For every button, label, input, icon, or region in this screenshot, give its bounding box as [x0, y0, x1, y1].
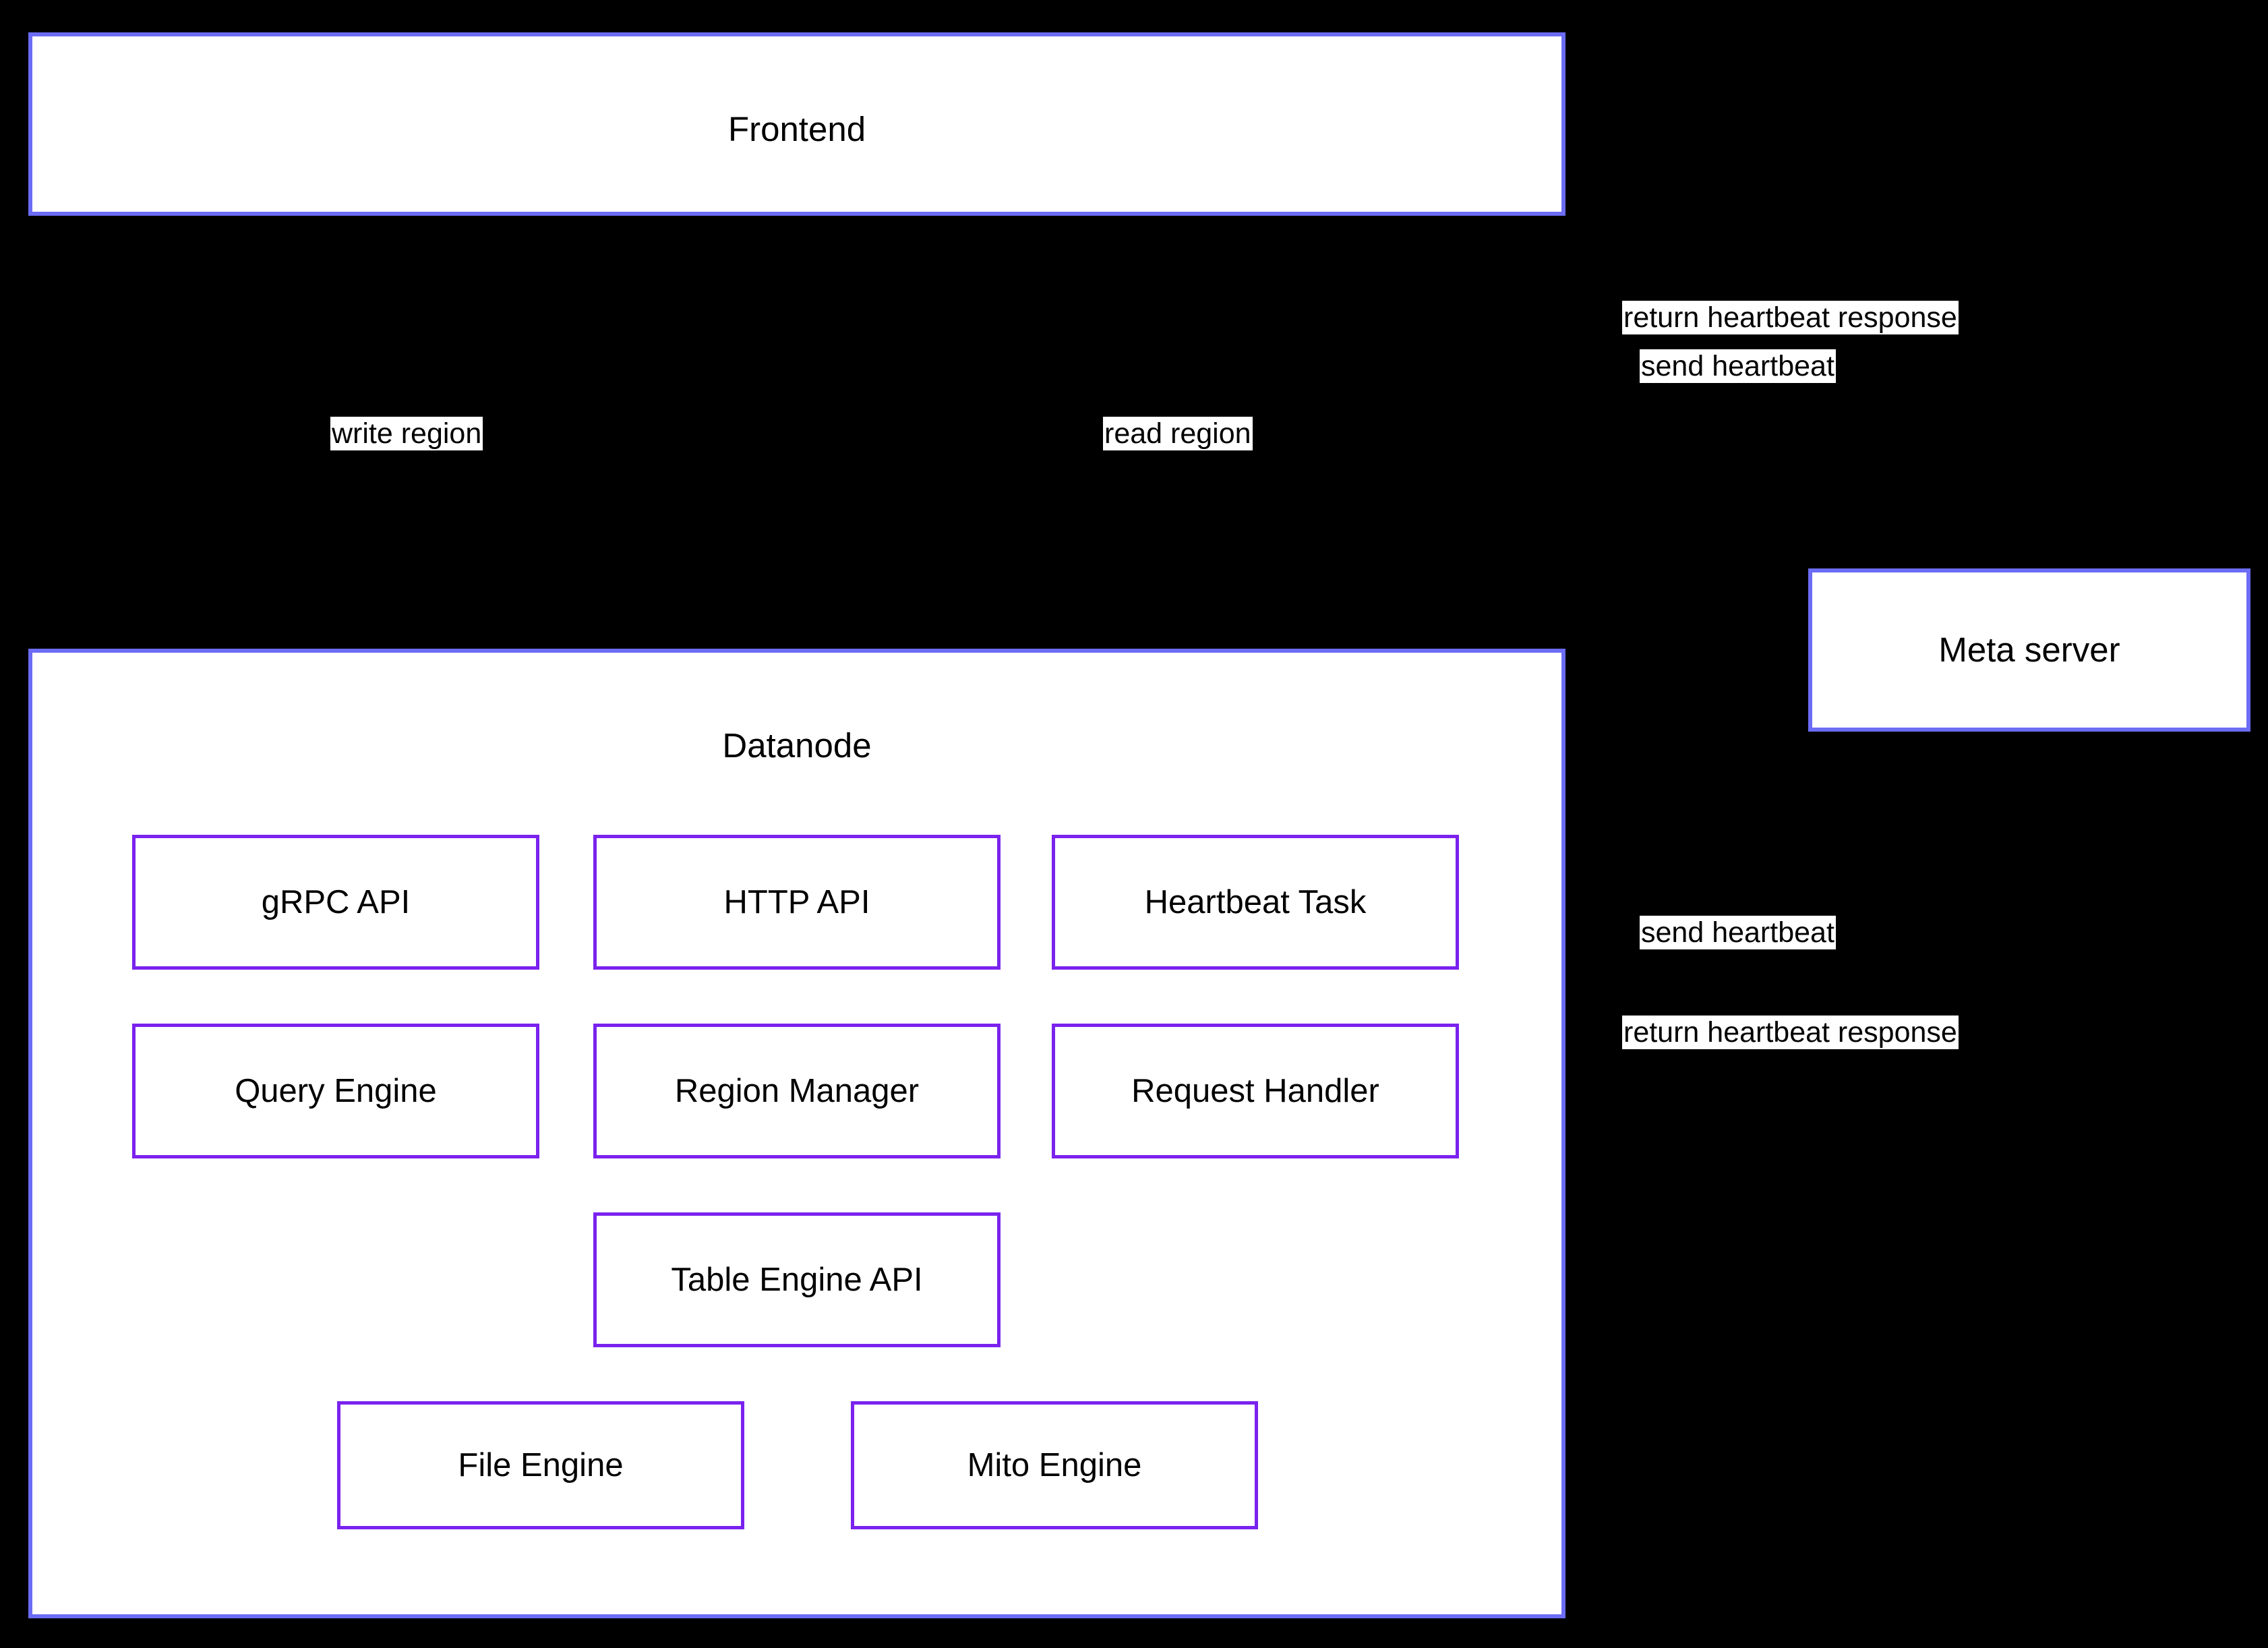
component-table-engine-api[interactable]: Table Engine API [593, 1212, 1001, 1347]
component-heartbeat-task-label: Heartbeat Task [1144, 884, 1367, 920]
edge-frontend-send-heartbeat [1564, 200, 1930, 570]
component-mito-engine[interactable]: Mito Engine [851, 1401, 1258, 1529]
component-request-handler-label: Request Handler [1131, 1073, 1379, 1109]
component-region-manager-label: Region Manager [674, 1073, 920, 1109]
edge-label-write-region: write region [330, 417, 483, 450]
component-request-handler[interactable]: Request Handler [1052, 1024, 1459, 1158]
component-table-engine-api-label: Table Engine API [671, 1262, 923, 1298]
meta-server-label: Meta server [1938, 630, 2120, 669]
edge-label-datanode-return-heartbeat: return heartbeat response [1622, 1016, 1959, 1049]
component-region-manager[interactable]: Region Manager [593, 1024, 1001, 1158]
component-query-engine[interactable]: Query Engine [132, 1024, 539, 1158]
frontend-node[interactable]: Frontend [28, 32, 1565, 216]
component-http-api-label: HTTP API [723, 884, 870, 920]
component-file-engine[interactable]: File Engine [337, 1401, 744, 1529]
component-grpc-api-label: gRPC API [261, 884, 411, 920]
datanode-label: Datanode [722, 726, 872, 765]
edge-frontend-return-heartbeat [1628, 200, 1977, 568]
edge-label-frontend-return-heartbeat: return heartbeat response [1622, 301, 1959, 334]
component-query-engine-label: Query Engine [235, 1073, 437, 1109]
component-file-engine-label: File Engine [458, 1447, 624, 1483]
component-http-api[interactable]: HTTP API [593, 835, 1001, 970]
frontend-label: Frontend [727, 110, 866, 148]
component-heartbeat-task[interactable]: Heartbeat Task [1052, 835, 1459, 970]
meta-server-node[interactable]: Meta server [1808, 568, 2250, 732]
edge-label-frontend-send-heartbeat: send heartbeat [1640, 349, 1836, 383]
component-grpc-api[interactable]: gRPC API [132, 835, 539, 970]
edge-label-datanode-send-heartbeat: send heartbeat [1640, 916, 1836, 949]
edge-label-read-region: read region [1103, 417, 1253, 450]
component-mito-engine-label: Mito Engine [967, 1447, 1142, 1483]
